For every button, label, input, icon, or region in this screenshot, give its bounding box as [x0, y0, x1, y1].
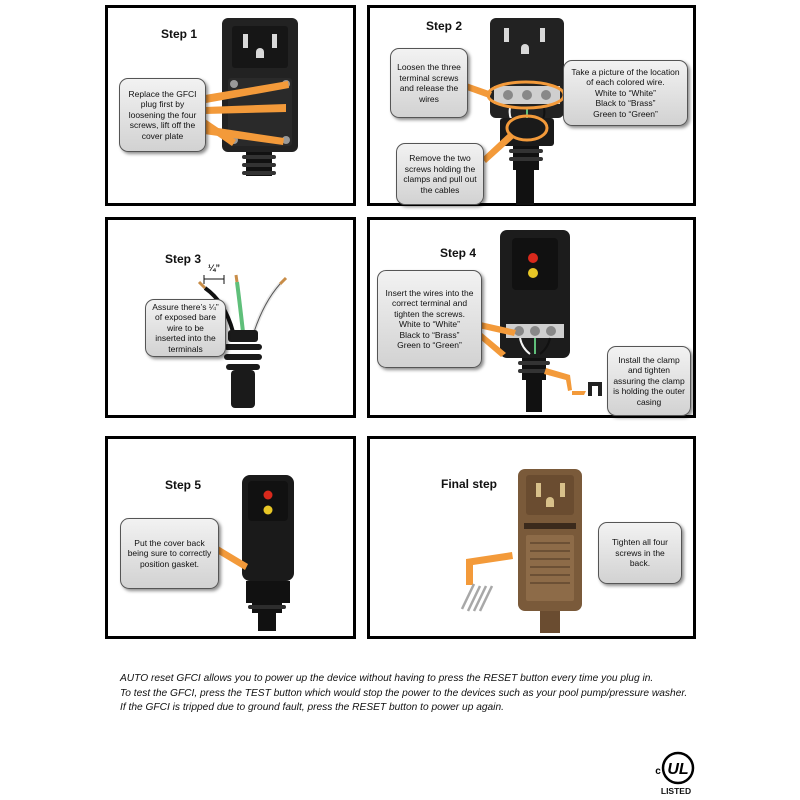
step-2-title: Step 2 — [426, 19, 463, 33]
ul-listed-label: LISTED — [660, 786, 692, 796]
step-1-title: Step 1 — [161, 27, 198, 41]
footer-line-test: To test the GFCI, press the TEST button … — [120, 687, 688, 699]
gfci-plug-complete-icon — [460, 469, 582, 633]
step-4-title: Step 4 — [440, 246, 477, 260]
gfci-plug-wired-icon — [473, 230, 602, 412]
ul-listed-logo-icon: UL c — [655, 751, 695, 785]
step-4-callout-install-clamp: Install the clamp and tighten assuring t… — [607, 346, 691, 416]
step-2-panel: Step 2 Loosen the three terminal screws … — [367, 5, 696, 206]
step-4-callout-insert-wires: Insert the wires into the correct termin… — [377, 270, 482, 368]
step-5-title: Step 5 — [165, 478, 202, 492]
final-step-callout: Tighten all four screws in the back. — [598, 522, 682, 584]
final-step-panel: Final step Tighten all four screws in th… — [367, 436, 696, 639]
step-5-panel: Step 5 Put the cover back being sure to … — [105, 436, 356, 639]
step-4-panel: Step 4 Insert the wires into the correct… — [367, 217, 696, 418]
step-3-callout: Assure there’s ¼” of exposed bare wire t… — [145, 299, 226, 357]
step-3-panel: Step 3 ¼” Assure there’s ¼” of exposed b… — [105, 217, 356, 418]
ul-mark-text: UL — [667, 761, 688, 778]
gfci-plug-covered-icon — [215, 475, 294, 631]
cable-bare-wires-icon — [197, 274, 288, 408]
footer-notes: AUTO reset GFCI allows you to power up t… — [120, 672, 740, 716]
step-3-measure-label: ¼” — [208, 263, 221, 273]
step-2-callout-terminal-screws: Loosen the three terminal screws and rel… — [390, 48, 468, 118]
step-1-callout: Replace the GFCI plug first by loosening… — [119, 78, 206, 152]
step-2-callout-wire-colors: Take a picture of the location of each c… — [563, 60, 688, 126]
step-5-callout: Put the cover back being sure to correct… — [120, 518, 219, 589]
ul-mark-prefix: c — [655, 766, 661, 777]
final-step-title: Final step — [441, 477, 498, 491]
step-2-callout-clamp-screws: Remove the two screws holding the clamps… — [396, 143, 484, 205]
step-1-panel: Step 1 Replace the GFCI plug first by lo… — [105, 5, 356, 206]
footer-line-auto-reset: AUTO reset GFCI allows you to power up t… — [120, 673, 654, 684]
gfci-plug-back-icon — [203, 18, 298, 176]
step-3-title: Step 3 — [165, 252, 202, 266]
footer-line-reset: If the GFCI is tripped due to ground fau… — [120, 702, 504, 713]
